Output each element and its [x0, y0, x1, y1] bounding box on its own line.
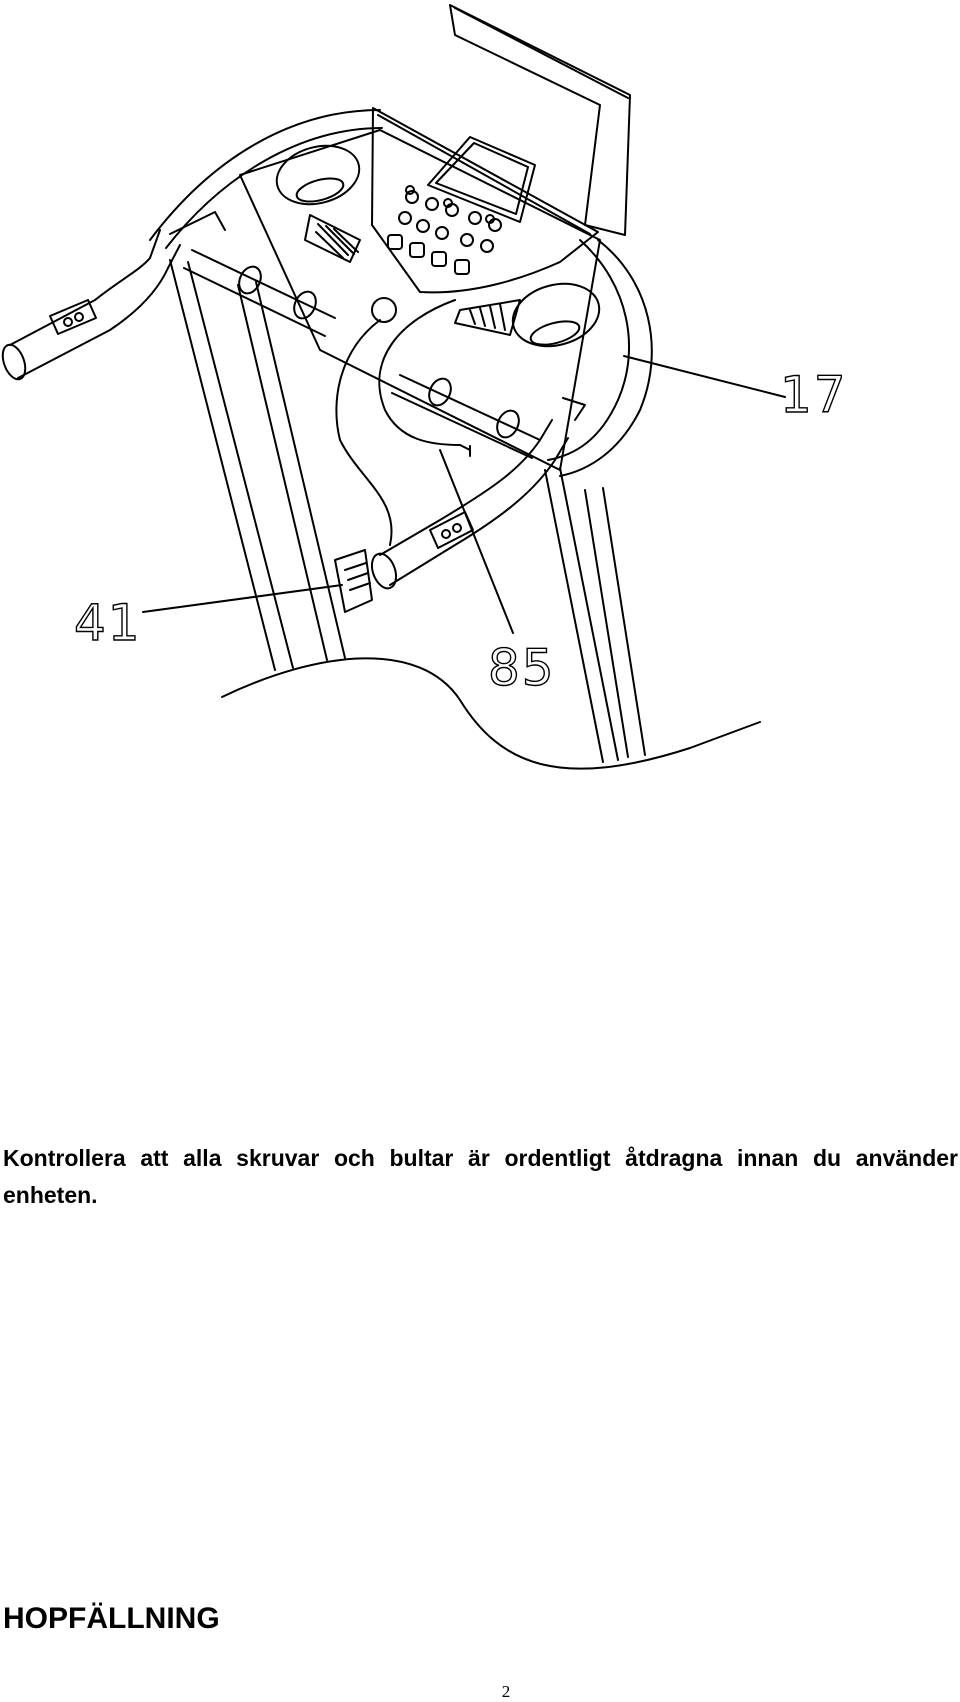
base-curve	[221, 657, 761, 770]
left-handlebar	[1, 211, 226, 381]
safety-key	[334, 297, 397, 613]
speaker-grille-left	[304, 214, 361, 263]
leader-line-17	[623, 355, 786, 398]
lcd-screen	[427, 136, 536, 223]
callout-85: 85	[488, 639, 556, 697]
instruction-paragraph: Kontrollera att alla skruvar och bultar …	[3, 1145, 958, 1208]
right-upright	[544, 467, 646, 763]
callout-41: 41	[74, 594, 142, 652]
leader-line-41	[142, 584, 343, 613]
callout-17: 17	[780, 366, 848, 424]
right-handlebar	[370, 397, 586, 590]
section-heading: HOPFÄLLNING	[3, 1602, 220, 1635]
leader-line-85	[439, 449, 514, 634]
console-display-housing	[371, 107, 599, 294]
left-upright	[169, 259, 346, 671]
cup-holder-left	[275, 144, 361, 206]
crossbar-right	[391, 374, 541, 459]
console-frame	[149, 109, 653, 477]
page-number: 2	[501, 1682, 511, 1701]
console-cable	[378, 299, 471, 457]
treadmill-console-diagram: 17 41 85	[1, 4, 848, 770]
crossbar-left	[183, 249, 336, 337]
console-buttons	[387, 185, 502, 275]
speaker-grille-right	[454, 299, 521, 336]
